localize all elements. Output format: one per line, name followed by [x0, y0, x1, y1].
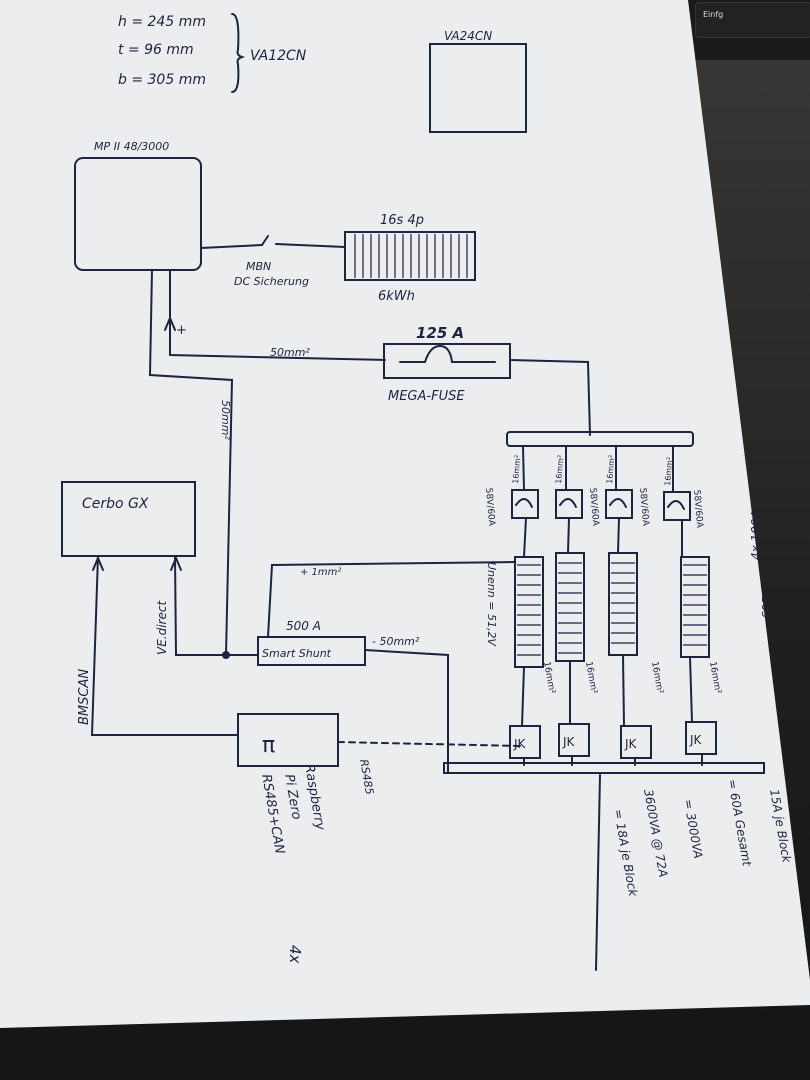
busbar-negative	[443, 762, 765, 774]
dim-model: VA12CN	[250, 48, 307, 64]
keyboard-key-label: Einfg	[703, 10, 724, 19]
battery-cells-label: 16s 4p	[380, 213, 424, 228]
pack-voltage-label: Unenn = 51,2V	[485, 562, 498, 647]
inverter-box	[74, 157, 202, 271]
pack-4-fuse: 58V/60A	[691, 489, 704, 529]
wire-inverter-breaker	[200, 244, 263, 249]
breaker-label-1: MBN	[246, 260, 271, 273]
pack-2-fuse: 58V/60A	[587, 487, 600, 527]
paper-sheet	[0, 0, 810, 1028]
dc-breaker-switch	[261, 235, 269, 246]
va24-label: VA24CN	[444, 29, 492, 43]
wire-shunt-sense	[267, 561, 516, 638]
cable-vertical-label: 50mm²	[219, 400, 232, 440]
pack-3-bms: JK	[624, 737, 638, 751]
wire-shunt-negative	[364, 649, 449, 773]
pi-symbol: π	[262, 733, 275, 758]
junction-dot	[222, 651, 230, 659]
dim-h: h = 245 mm	[118, 14, 206, 30]
wire-bms-can	[90, 555, 239, 736]
pack-2-wire-top: 16mm²	[554, 455, 565, 485]
pack-3-fuse: 58V/60A	[637, 487, 650, 527]
wire-breaker-battery	[275, 243, 346, 248]
rs485-label: RS485	[357, 758, 376, 795]
wire-fuse-busbar	[509, 359, 591, 436]
shunt-label: Smart Shunt	[262, 647, 332, 660]
mega-fuse-label: MEGA-FUSE	[388, 389, 465, 404]
dim-b: b = 305 mm	[118, 72, 206, 88]
pack-4-bms: JK	[689, 733, 703, 747]
cable-plus-label: +	[176, 323, 187, 338]
shunt-minus-cable: - 50mm²	[372, 635, 420, 648]
bms-can-label: BMSCAN	[77, 669, 92, 725]
pack-count-label: 4x 100A	[749, 510, 763, 560]
battery-pack-3	[605, 445, 652, 766]
battery-pack-2	[555, 445, 590, 766]
wire-positive-main	[169, 269, 386, 361]
pack-series-label: 16s	[759, 596, 773, 618]
fuse-symbol	[399, 344, 496, 363]
pack-1-fuse: 58V/60A	[483, 487, 496, 527]
wire-negative-main	[148, 269, 234, 656]
pack-labels: 16mm² 16mm² 16mm² 16mm² 58V/60A 58V/60A …	[483, 455, 773, 751]
mega-fuse-rating: 125 A	[416, 324, 464, 342]
note-multiplier: 4x	[286, 945, 304, 964]
battery-cell-stripes	[354, 234, 707, 656]
pack-3-wire-top: 16mm²	[605, 455, 616, 485]
arrow-ve-direct	[170, 555, 182, 571]
dimension-bracket	[231, 13, 246, 93]
pack-1-bms: JK	[513, 737, 527, 751]
battery-pack-4	[663, 445, 717, 766]
arrow-bms-can	[92, 555, 104, 571]
inverter-label: MP II 48/3000	[94, 140, 169, 153]
battery-16s4p	[344, 231, 476, 281]
shunt-plus-cable: + 1mm²	[300, 567, 341, 578]
keyboard-key	[695, 2, 810, 38]
notes-underline	[595, 774, 601, 971]
arrow-plus	[164, 315, 176, 331]
breaker-label-2: DC Sicherung	[234, 275, 309, 288]
battery-pack-1	[509, 445, 544, 766]
shunt-rating: 500 A	[286, 619, 321, 633]
cable-main-label: 50mm²	[270, 346, 310, 359]
pack-4-wire-top: 16mm²	[663, 457, 674, 487]
pack-2-bms: JK	[562, 735, 576, 749]
va24cn-box	[429, 43, 527, 133]
dim-t: t = 96 mm	[118, 42, 194, 58]
raspberry-pi-box	[237, 713, 339, 767]
wire-rs485	[337, 741, 521, 747]
ve-direct-label: VE.direct	[155, 600, 169, 655]
cerbo-gx-box	[61, 481, 196, 557]
cerbo-label: Cerbo GX	[82, 496, 149, 512]
wire-ve-direct	[174, 555, 259, 656]
pack-1-wire-top: 16mm²	[511, 455, 522, 485]
battery-capacity-label: 6kWh	[378, 289, 415, 304]
busbar-positive	[506, 431, 694, 447]
